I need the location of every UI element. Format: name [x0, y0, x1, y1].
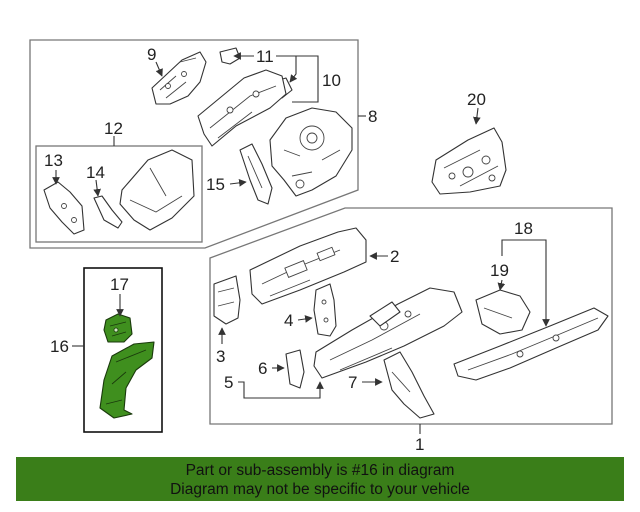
part-3-shape[interactable] — [213, 275, 241, 325]
part-17-shape[interactable] — [103, 313, 133, 343]
callout-1: 1 — [415, 435, 424, 454]
part-18-shape[interactable] — [453, 307, 609, 381]
part-20-shape[interactable] — [431, 127, 507, 195]
part-14-shape[interactable] — [93, 195, 123, 229]
callout-2: 2 — [390, 247, 399, 266]
callout-14: 14 — [86, 163, 105, 182]
leader-lines — [52, 52, 550, 434]
callout-7: 7 — [348, 373, 357, 392]
callout-17: 17 — [110, 275, 129, 294]
part-8-shape[interactable] — [269, 107, 353, 197]
banner-line-1: Part or sub-assembly is #16 in diagram — [185, 462, 455, 479]
part-16-shape[interactable] — [99, 341, 155, 419]
callout-9: 9 — [147, 45, 156, 64]
callout-16: 16 — [50, 337, 69, 356]
callout-20: 20 — [467, 90, 486, 109]
part-6-shape[interactable] — [285, 349, 305, 389]
part-7-shape[interactable] — [383, 351, 435, 419]
group-box-8 — [29, 39, 359, 249]
part-12-shape[interactable] — [119, 149, 195, 231]
callout-4: 4 — [284, 311, 293, 330]
group-box-12 — [35, 145, 203, 243]
callout-12: 12 — [104, 119, 123, 138]
info-banner: Part or sub-assembly is #16 in diagram D… — [16, 457, 624, 501]
group-box-16 — [83, 267, 163, 433]
callout-19: 19 — [490, 261, 509, 280]
part-15-shape[interactable] — [239, 143, 273, 205]
callout-18: 18 — [514, 219, 533, 238]
part-2-shape[interactable] — [249, 227, 367, 305]
callout-10: 10 — [322, 71, 341, 90]
part-10-shape[interactable] — [197, 69, 287, 147]
callout-6: 6 — [258, 359, 267, 378]
group-box-1 — [209, 207, 613, 425]
part-5-shape[interactable] — [313, 287, 463, 379]
part-13-shape[interactable] — [43, 181, 85, 235]
callout-11: 11 — [256, 47, 274, 66]
part-19-shape[interactable] — [475, 289, 531, 335]
callout-8: 8 — [368, 107, 377, 126]
banner-line-2: Diagram may not be specific to your vehi… — [170, 481, 470, 498]
callout-3: 3 — [216, 347, 225, 366]
callout-5: 5 — [224, 373, 233, 392]
callout-15: 15 — [206, 175, 225, 194]
part-9-shape[interactable] — [151, 51, 207, 105]
part-4-shape[interactable] — [313, 283, 337, 337]
callout-13: 13 — [44, 151, 63, 170]
